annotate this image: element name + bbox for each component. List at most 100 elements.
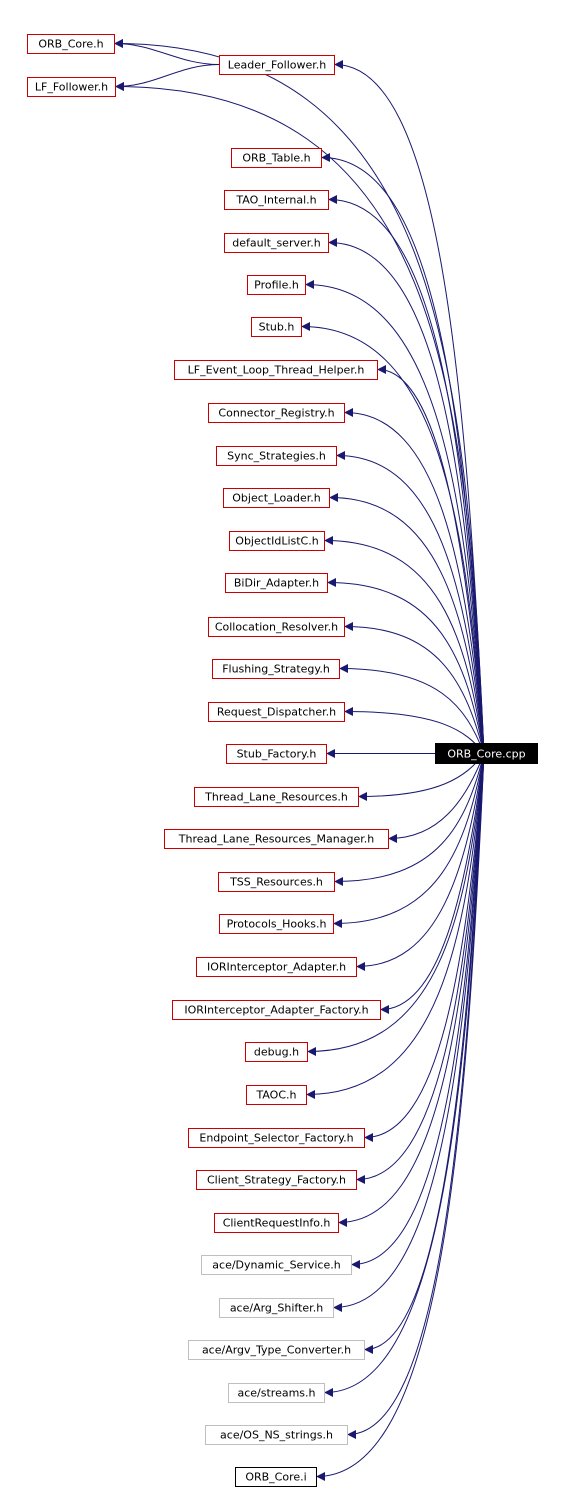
node-orb_core_h[interactable]: ORB_Core.h	[27, 34, 115, 54]
node-iorinterceptor_adapter_factory_h-label: IORInterceptor_Adapter_Factory.h	[184, 1004, 368, 1017]
node-protocols_hooks_h-label: Protocols_Hooks.h	[227, 918, 327, 931]
node-request_dispatcher_h[interactable]: Request_Dispatcher.h	[208, 702, 345, 722]
node-ace_arg_shifter_h[interactable]: ace/Arg_Shifter.h	[219, 1298, 334, 1318]
node-clientrequestinfo_h[interactable]: ClientRequestInfo.h	[214, 1213, 339, 1233]
node-sync_strategies_h-box	[216, 446, 337, 466]
node-bidir_adapter_h-label: BiDir_Adapter.h	[234, 577, 319, 590]
node-flushing_strategy_h-label: Flushing_Strategy.h	[222, 663, 330, 676]
node-flushing_strategy_h-box	[212, 659, 340, 679]
edge-root-to-ace_streams_h	[324, 753, 485, 1397]
node-ace_streams_h[interactable]: ace/streams.h	[228, 1383, 325, 1403]
edge-root-to-protocols_hooks_h	[333, 753, 485, 928]
edge-root-to-flushing_strategy_h	[339, 664, 485, 754]
edge-root-to-orb_core_i	[316, 753, 485, 1481]
node-ace_arg_shifter_h-label: ace/Arg_Shifter.h	[230, 1302, 323, 1315]
edges-layer	[114, 39, 485, 1481]
node-default_server_h[interactable]: default_server.h	[224, 233, 329, 253]
edge-root-to-object_loader_h	[329, 493, 485, 754]
edge-root-to-lf_event_loop_thread_helper_h	[377, 365, 485, 754]
node-ace_dynamic_service_h-box	[201, 1255, 352, 1275]
node-ace_arg_shifter_h-box	[219, 1298, 334, 1318]
node-debug_h-label: debug.h	[254, 1046, 299, 1059]
node-object_loader_h-box	[223, 488, 330, 508]
node-ace_argv_type_converter_h[interactable]: ace/Argv_Type_Converter.h	[188, 1340, 365, 1360]
edge-root-to-taoc_h	[306, 753, 485, 1099]
node-client_strategy_factory_h[interactable]: Client_Strategy_Factory.h	[196, 1170, 357, 1190]
node-root[interactable]: ORB_Core.cpp	[435, 743, 538, 764]
node-tao_internal_h[interactable]: TAO_Internal.h	[224, 190, 329, 210]
edge-root-to-ace_os_ns_strings_h	[347, 753, 485, 1439]
node-leader_follower_h-label: Leader_Follower.h	[228, 59, 326, 72]
node-connector_registry_h[interactable]: Connector_Registry.h	[208, 403, 345, 423]
node-object_loader_h-label: Object_Loader.h	[232, 492, 320, 505]
node-thread_lane_resources_h-label: Thread_Lane_Resources.h	[204, 791, 348, 804]
node-lf_follower_h-box	[27, 77, 116, 97]
node-default_server_h-label: default_server.h	[232, 237, 321, 250]
node-ace_os_ns_strings_h[interactable]: ace/OS_NS_strings.h	[205, 1425, 348, 1445]
node-flushing_strategy_h[interactable]: Flushing_Strategy.h	[212, 659, 340, 679]
node-orb_core_h-label: ORB_Core.h	[38, 38, 103, 51]
node-stub_h[interactable]: Stub.h	[251, 317, 302, 337]
node-lf_event_loop_thread_helper_h-label: LF_Event_Loop_Thread_Helper.h	[188, 364, 365, 377]
node-request_dispatcher_h-box	[208, 702, 345, 722]
node-taoc_h-box	[246, 1085, 307, 1105]
edge-root-to-ace_arg_shifter_h	[333, 753, 485, 1312]
node-thread_lane_resources_manager_h[interactable]: Thread_Lane_Resources_Manager.h	[164, 829, 389, 849]
node-stub_factory_h[interactable]: Stub_Factory.h	[226, 744, 327, 764]
node-orb_core_i-label: ORB_Core.i	[245, 1471, 306, 1484]
node-stub_h-box	[251, 317, 302, 337]
node-sync_strategies_h-label: Sync_Strategies.h	[227, 450, 326, 463]
node-tss_resources_h-label: TSS_Resources.h	[229, 876, 323, 889]
node-orb_core_i[interactable]: ORB_Core.i	[235, 1467, 317, 1487]
node-ace_argv_type_converter_h-label: ace/Argv_Type_Converter.h	[202, 1344, 351, 1357]
node-orb_table_h-box	[231, 148, 322, 168]
edge-root-to-profile_h	[305, 280, 485, 754]
node-thread_lane_resources_h[interactable]: Thread_Lane_Resources.h	[194, 787, 359, 807]
node-taoc_h[interactable]: TAOC.h	[246, 1085, 307, 1105]
node-iorinterceptor_adapter_h-label: IORInterceptor_Adapter.h	[207, 961, 346, 974]
node-tao_internal_h-label: TAO_Internal.h	[235, 194, 316, 207]
node-objectidlistc_h[interactable]: ObjectIdListC.h	[229, 531, 325, 551]
node-lf_event_loop_thread_helper_h[interactable]: LF_Event_Loop_Thread_Helper.h	[174, 360, 378, 380]
edge-root-to-tao_internal_h	[328, 195, 485, 754]
node-object_loader_h[interactable]: Object_Loader.h	[223, 488, 330, 508]
node-tss_resources_h[interactable]: TSS_Resources.h	[218, 872, 335, 892]
node-request_dispatcher_h-label: Request_Dispatcher.h	[217, 706, 336, 719]
edge-root-to-iorinterceptor_adapter_factory_h	[380, 753, 485, 1014]
node-endpoint_selector_factory_h[interactable]: Endpoint_Selector_Factory.h	[188, 1128, 365, 1148]
node-bidir_adapter_h[interactable]: BiDir_Adapter.h	[225, 573, 328, 593]
node-collocation_resolver_h[interactable]: Collocation_Resolver.h	[208, 617, 345, 637]
node-debug_h[interactable]: debug.h	[245, 1042, 308, 1062]
node-objectidlistc_h-label: ObjectIdListC.h	[235, 535, 318, 548]
node-orb_table_h[interactable]: ORB_Table.h	[231, 148, 322, 168]
edge-root-to-objectidlistc_h	[324, 536, 485, 754]
edge-leader_follower_h-to-orb_core_h	[114, 39, 220, 65]
node-clientrequestinfo_h-box	[214, 1213, 339, 1233]
node-collocation_resolver_h-box	[208, 617, 345, 637]
node-iorinterceptor_adapter_h[interactable]: IORInterceptor_Adapter.h	[196, 957, 357, 977]
node-stub_h-label: Stub.h	[259, 321, 295, 334]
edge-root-to-thread_lane_resources_manager_h	[388, 753, 485, 843]
node-endpoint_selector_factory_h-box	[188, 1128, 365, 1148]
node-iorinterceptor_adapter_factory_h[interactable]: IORInterceptor_Adapter_Factory.h	[172, 1000, 381, 1020]
node-lf_follower_h-label: LF_Follower.h	[35, 81, 108, 94]
node-profile_h[interactable]: Profile.h	[247, 275, 306, 295]
node-ace_dynamic_service_h[interactable]: ace/Dynamic_Service.h	[201, 1255, 352, 1275]
node-leader_follower_h-box	[219, 55, 335, 75]
node-lf_follower_h[interactable]: LF_Follower.h	[27, 77, 116, 97]
node-taoc_h-label: TAOC.h	[255, 1089, 296, 1102]
node-connector_registry_h-label: Connector_Registry.h	[218, 407, 334, 420]
node-ace_dynamic_service_h-label: ace/Dynamic_Service.h	[212, 1259, 340, 1272]
node-orb_table_h-label: ORB_Table.h	[242, 152, 310, 165]
node-root-label: ORB_Core.cpp	[447, 748, 525, 761]
node-sync_strategies_h[interactable]: Sync_Strategies.h	[216, 446, 337, 466]
edge-leader_follower_h-to-lf_follower_h	[115, 64, 220, 91]
node-stub_factory_h-label: Stub_Factory.h	[237, 748, 317, 761]
node-protocols_hooks_h[interactable]: Protocols_Hooks.h	[219, 914, 334, 934]
edge-root-to-stub_h	[301, 322, 485, 754]
node-leader_follower_h[interactable]: Leader_Follower.h	[219, 55, 335, 75]
node-collocation_resolver_h-label: Collocation_Resolver.h	[215, 621, 338, 634]
node-protocols_hooks_h-box	[219, 914, 334, 934]
node-debug_h-box	[245, 1042, 308, 1062]
